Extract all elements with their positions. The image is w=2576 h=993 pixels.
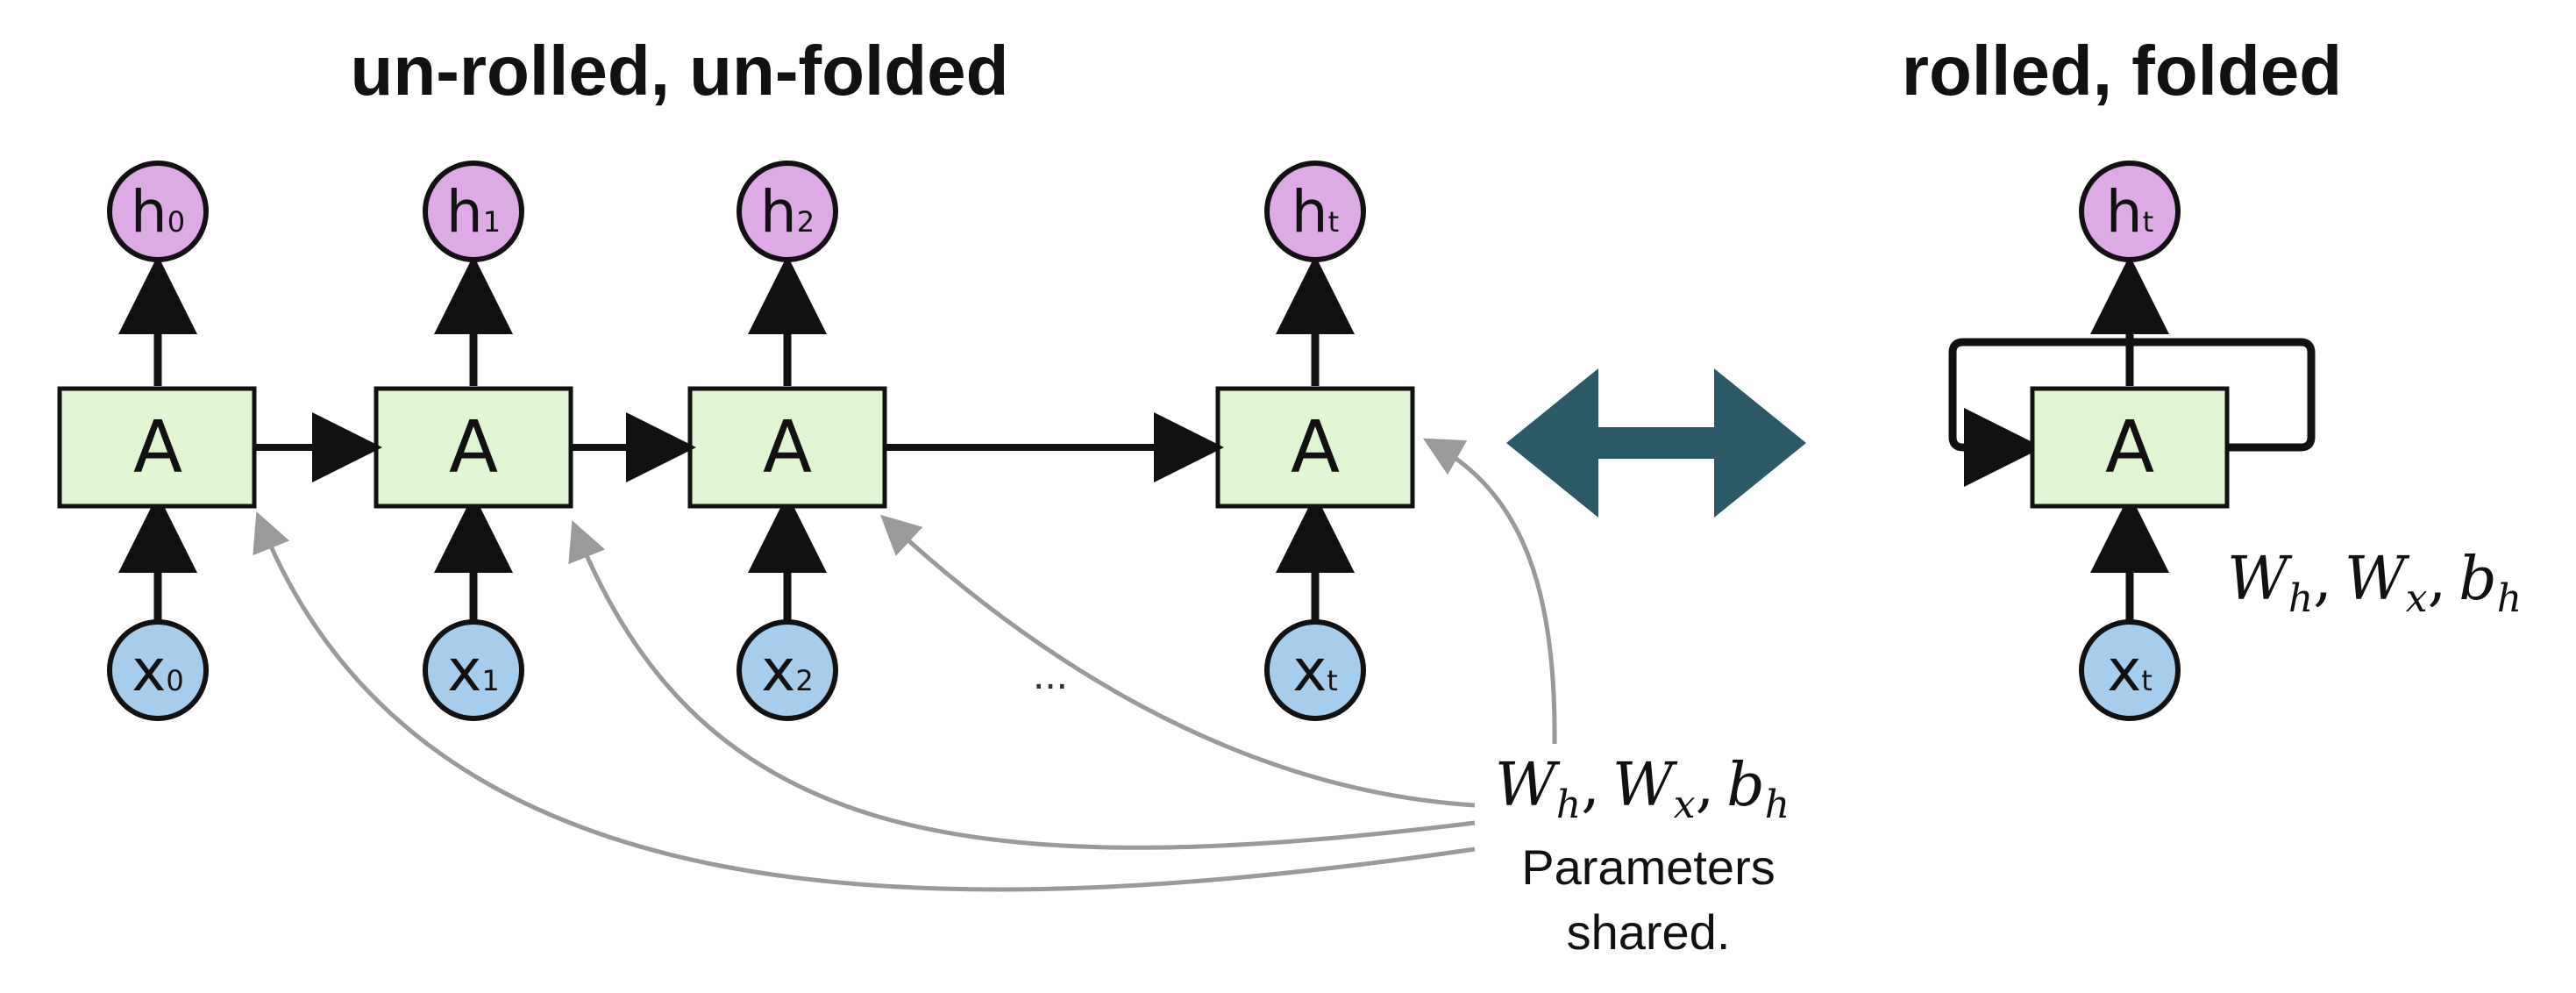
input-label-x0: x0 xyxy=(132,637,183,704)
unrolled-title: un-rolled, un-folded xyxy=(351,32,1009,110)
parameters-caption-line2: shared. xyxy=(1567,904,1731,960)
rolled-network: A ht xt Wh,Wx,bh xyxy=(1948,161,2522,721)
shared-parameter-arrows xyxy=(253,438,1557,892)
output-node-h0 xyxy=(107,161,209,262)
input-label-x1: x1 xyxy=(447,637,499,704)
step-t: A ht xt xyxy=(1215,161,1415,721)
equivalence-double-arrow xyxy=(1506,368,1806,518)
parameters-caption-line1: Parameters xyxy=(1521,839,1775,895)
rolled-title: rolled, folded xyxy=(1902,32,2342,110)
step-1: A h1 x1 xyxy=(374,161,573,721)
input-node-x1 xyxy=(423,619,524,721)
cell-label-0: A xyxy=(133,406,182,489)
input-node-xt xyxy=(1264,619,1366,721)
rnn-cell-1 xyxy=(374,386,573,509)
shared-arrow-to-cell-0 xyxy=(253,511,1476,892)
rolled-rnn-cell xyxy=(2030,386,2230,509)
shared-arrow-to-cell-2 xyxy=(879,514,1476,808)
shared-arrow-to-cell-t xyxy=(1422,438,1557,745)
rolled-input-node-xt xyxy=(2079,619,2181,721)
cell-label-2: A xyxy=(763,406,812,489)
output-node-h2 xyxy=(737,161,838,262)
input-node-x2 xyxy=(737,619,838,721)
input-label-xt: xt xyxy=(1292,637,1338,704)
unrolled-network: A h0 x0 A h1 x1 A h2 x2 xyxy=(57,161,1415,721)
rolled-output-node-ht xyxy=(2079,161,2181,262)
rolled-cell-label: A xyxy=(2105,406,2154,489)
rolled-parameters-math: Wh,Wx,bh xyxy=(2227,545,2522,621)
shared-parameters-math: Wh,Wx,bh xyxy=(1495,751,1790,827)
output-label-h1: h1 xyxy=(446,178,501,246)
rolled-output-label: ht xyxy=(2106,178,2153,246)
step-0: A h0 x0 xyxy=(57,161,257,721)
output-label-h0: h0 xyxy=(131,178,185,246)
cell-label-1: A xyxy=(449,406,498,489)
output-label-h2: h2 xyxy=(760,178,815,246)
rnn-cell-2 xyxy=(687,386,887,509)
input-node-x0 xyxy=(107,619,209,721)
step-2: A h2 x2 xyxy=(687,161,887,721)
rolled-input-label: xt xyxy=(2107,637,2153,704)
shared-arrow-to-cell-1 xyxy=(568,520,1476,850)
output-node-h1 xyxy=(423,161,524,262)
cell-label-t: A xyxy=(1291,406,1340,489)
output-node-ht xyxy=(1264,161,1366,262)
input-label-x2: x2 xyxy=(761,637,813,704)
output-label-ht: ht xyxy=(1292,178,1339,246)
